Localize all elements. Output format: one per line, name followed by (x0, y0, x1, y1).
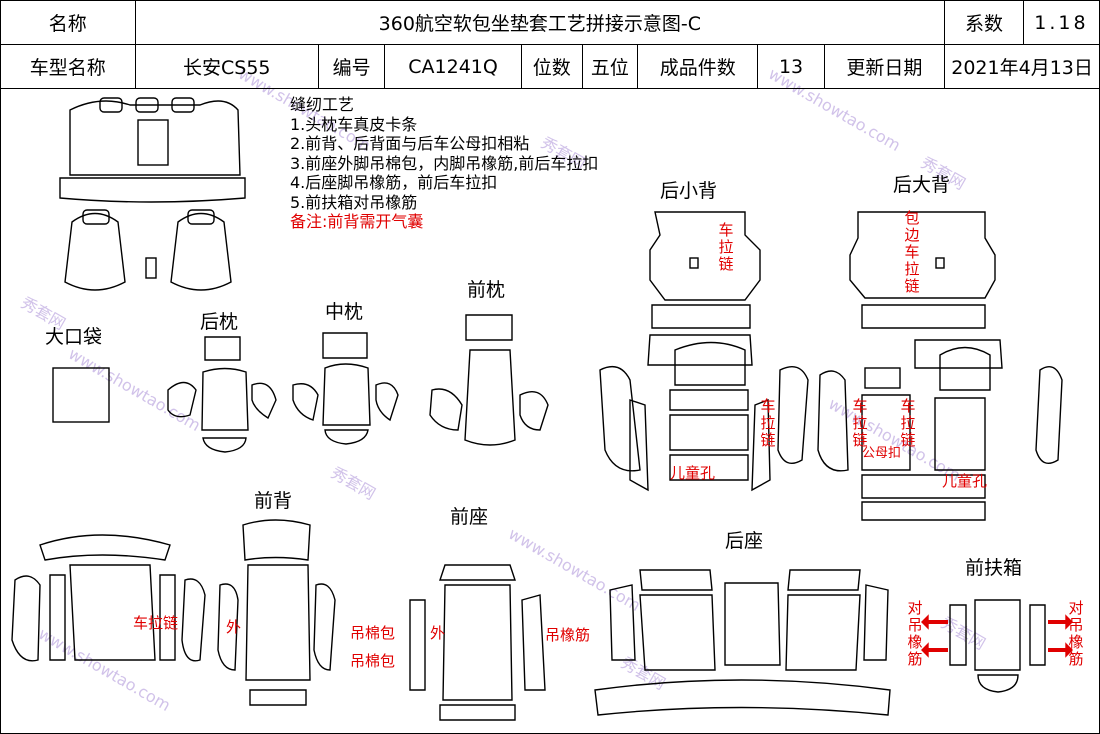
annotation-cotton: 吊棉包 (350, 652, 396, 670)
big-pocket-piece (52, 367, 110, 423)
rear-headrest-pieces (167, 336, 277, 453)
header-table: 名称 360航空软包坐垫套工艺拼接示意图-C 系数 1.18 车型名称 长安CS… (0, 0, 1100, 89)
annotation-zip: 车拉链 (852, 397, 868, 449)
seats-label: 位数 (520, 44, 583, 89)
annotation-zip: 车拉链 (760, 397, 776, 449)
annotation-wrap-zip: 包边车拉链 (904, 209, 920, 295)
pieces-value: 13 (757, 44, 825, 89)
seats-value: 五位 (581, 44, 639, 89)
armrest-arrows (921, 614, 1073, 658)
code-value: CA1241Q (384, 44, 522, 89)
annotation-male-female: 公母扣 (862, 446, 902, 461)
annotation-child-hole: 儿童孔 (942, 472, 988, 490)
notes-title: 缝纫工艺 (290, 95, 355, 114)
label-rear-small-back: 后小背 (660, 180, 718, 202)
annotation-outer: 外 (430, 624, 446, 642)
rear-bench-illustration (59, 97, 246, 203)
notes-remark: 备注:前背需开气囊 (290, 212, 424, 231)
annotation-pair-elastic: 对吊橡筋 (1068, 599, 1084, 668)
annotation-pair-elastic: 对吊橡筋 (907, 599, 923, 668)
front-headrest-pieces (429, 314, 549, 446)
label-mid-headrest: 中枕 (325, 301, 364, 323)
label-rear-seat: 后座 (725, 530, 764, 552)
front-seat-pieces (409, 564, 546, 721)
notes-line: 2.前背、后背面与后车公母扣相粘 (290, 134, 530, 153)
rear-small-back-pieces (599, 211, 809, 492)
annotation-front-back-zip: 车拉链 (133, 614, 179, 632)
label-front-seat: 前座 (450, 506, 489, 528)
label-front-headrest: 前枕 (467, 279, 506, 301)
front-back-pieces (11, 519, 336, 706)
code-label: 编号 (317, 44, 386, 89)
mid-headrest-pieces (292, 332, 399, 445)
pieces-label: 成品件数 (637, 44, 759, 89)
sewing-notes: 缝纫工艺 1.头枕车真皮卡条 2.前背、后背面与后车公母扣相粘 3.前座外脚吊棉… (290, 95, 598, 232)
front-seats-illustration (64, 209, 232, 291)
label-big-pocket: 大口袋 (45, 326, 103, 348)
sheet-title: 360航空软包坐垫套工艺拼接示意图-C (134, 0, 946, 45)
label-rear-big-back: 后大背 (893, 174, 951, 196)
label-front-back: 前背 (254, 490, 293, 512)
annotation-outer: 外 (226, 618, 242, 636)
rear-big-back-pieces (817, 211, 1063, 521)
date-value: 2021年4月13日 (944, 44, 1100, 89)
model-label: 车型名称 (0, 44, 136, 89)
annotation-elastic: 吊橡筋 (545, 626, 591, 644)
date-label: 更新日期 (823, 44, 946, 89)
annotation-zip: 车拉链 (900, 397, 916, 449)
notes-line: 5.前扶箱对吊橡筋 (290, 192, 418, 212)
label-rear-headrest: 后枕 (200, 311, 239, 333)
annotation-cotton: 吊棉包 (350, 624, 396, 642)
front-armrest-pieces (949, 599, 1046, 693)
rear-seat-pieces (594, 569, 891, 716)
notes-line: 3.前座外脚吊棉包，内脚吊橡筋,前后车拉扣 (290, 153, 599, 173)
annotation-zip: 车拉链 (718, 221, 734, 273)
model-value: 长安CS55 (134, 44, 319, 89)
notes-line: 4.后座脚吊橡筋，前后车拉扣 (290, 173, 498, 192)
notes-line: 1.头枕车真皮卡条 (290, 114, 418, 134)
annotation-child-hole: 儿童孔 (670, 464, 716, 482)
coef-value: 1.18 (1022, 0, 1100, 45)
label-front-armrest: 前扶箱 (965, 557, 1023, 579)
